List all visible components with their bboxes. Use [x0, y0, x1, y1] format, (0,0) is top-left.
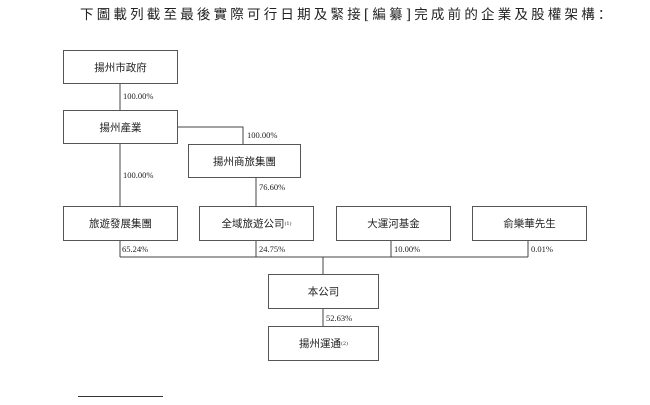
entity-label: 全域旅遊公司	[221, 218, 285, 230]
box-shanglv-group: 揚州商旅集團	[188, 144, 301, 178]
page-heading: 下圖載列截至最後實際可行日期及緊接[編纂]完成前的企業及股權架構：	[80, 7, 615, 23]
entity-label: 本公司	[307, 286, 340, 298]
pct-yu-company: 0.01%	[531, 244, 553, 254]
footnote-marker: (1)	[284, 220, 292, 227]
pct-fund-company: 10.00%	[394, 244, 421, 254]
box-tourism-dev-group: 旅遊發展集團	[63, 206, 178, 241]
pct-tourism-dev-company: 65.24%	[122, 244, 149, 254]
entity-label: 揚州產業	[99, 121, 142, 134]
footnote-marker: (2)	[340, 340, 349, 347]
box-company: 本公司	[268, 274, 379, 309]
box-yangzhou-industry: 揚州產業	[63, 110, 178, 144]
footnote-divider	[78, 396, 163, 397]
pct-gov-industry: 100.00%	[123, 91, 154, 101]
box-mr-yu: 俞樂華先生	[472, 206, 587, 241]
box-grand-canal-fund: 大運河基金	[336, 206, 451, 241]
pct-shanglv-quanyu: 76.60%	[259, 182, 286, 192]
entity-label: 揚州商旅集團	[213, 155, 276, 168]
box-yangzhou-gov: 揚州市政府	[63, 50, 178, 84]
box-quanyu-tourism: 全域旅遊公司(1)	[199, 206, 314, 241]
entity-label: 揚州運通	[298, 338, 341, 350]
pct-industry-shanglv: 100.00%	[247, 130, 278, 140]
line-industry-shanglv	[177, 126, 244, 144]
box-yangzhou-yuntong: 揚州運通(2)	[268, 326, 379, 361]
pct-quanyu-company: 24.75%	[259, 244, 286, 254]
entity-label: 揚州市政府	[94, 61, 147, 74]
entity-label: 俞樂華先生	[503, 218, 556, 230]
pct-industry-tourism-dev: 100.00%	[123, 170, 154, 180]
pct-company-yuntong: 52.63%	[326, 313, 353, 323]
entity-label: 旅遊發展集團	[89, 218, 152, 230]
entity-label: 大運河基金	[367, 218, 420, 230]
